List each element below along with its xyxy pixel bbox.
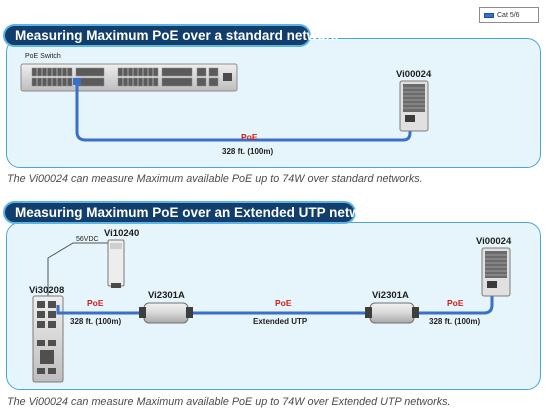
vi00024-label-2: Vi00024 <box>476 236 512 247</box>
cable-poe-label: PoE <box>241 132 258 142</box>
supply-voltage-label: 56VDC <box>76 236 99 243</box>
legend-cable-swatch <box>484 12 494 18</box>
extended-network-caption: The Vi00024 can measure Maximum availabl… <box>7 396 451 408</box>
vi10240-label: Vi10240 <box>104 228 140 239</box>
link3-poe-label: PoE <box>447 298 464 308</box>
link2-poe-label: PoE <box>275 298 292 308</box>
legend: Cat 5/6 <box>479 7 539 23</box>
poe-switch-label: PoE Switch <box>25 53 61 60</box>
vi00024-tester-1 <box>399 80 429 132</box>
vi30208-switch <box>32 295 64 383</box>
link3-distance-label: 328 ft. (100m) <box>429 317 481 326</box>
vi00024-label-1: Vi00024 <box>396 69 432 80</box>
vi30208-label: Vi30208 <box>29 285 65 296</box>
standard-network-caption: The Vi00024 can measure Maximum availabl… <box>7 173 423 185</box>
vi2301a-label-2: Vi2301A <box>372 290 409 301</box>
vi2301a-label-1: Vi2301A <box>148 290 185 301</box>
standard-network-panel <box>6 38 541 168</box>
vi00024-tester-2 <box>481 247 511 297</box>
legend-label: Cat 5/6 <box>497 11 520 19</box>
cable-link-3 <box>414 294 494 315</box>
cable-standard <box>75 82 412 142</box>
standard-network-title: Measuring Maximum PoE over a standard ne… <box>3 24 338 47</box>
vi10240-power-supply <box>107 239 125 288</box>
extended-network-title: Measuring Maximum PoE over an Extended U… <box>3 201 381 224</box>
dc-power-lead <box>47 242 108 296</box>
extended-utp-label: Extended UTP <box>253 317 308 326</box>
link1-distance-label: 328 ft. (100m) <box>70 317 122 326</box>
vi2301a-extender-2 <box>365 302 419 324</box>
vi2301a-extender-1 <box>139 302 193 324</box>
link1-poe-label: PoE <box>87 298 104 308</box>
cable-link-1 <box>56 305 146 315</box>
poe-switch <box>20 63 238 92</box>
cable-distance-label: 328 ft. (100m) <box>222 147 274 156</box>
